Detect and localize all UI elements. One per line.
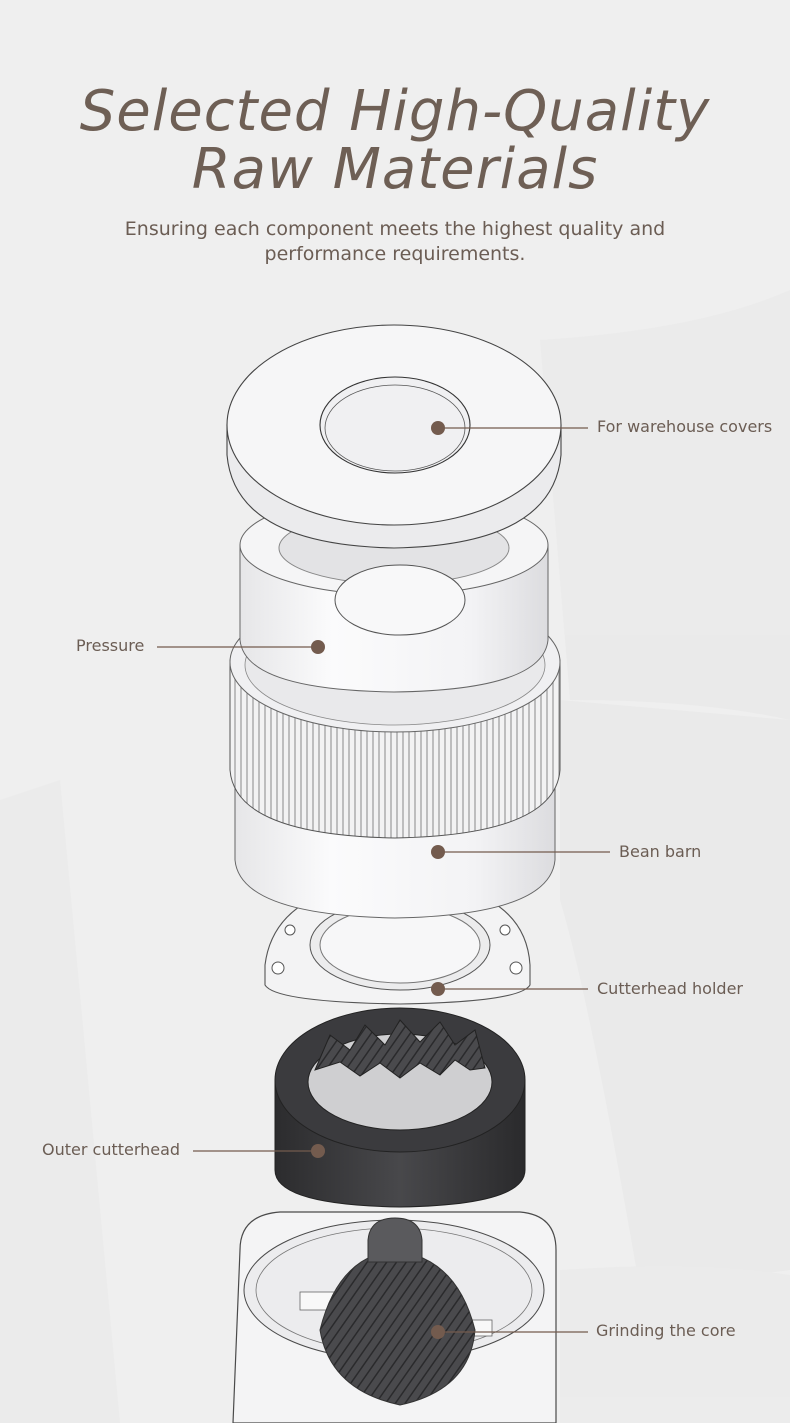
callout-outer-cutterhead: Outer cutterhead bbox=[42, 1140, 181, 1159]
callout-warehouse-covers: For warehouse covers bbox=[597, 417, 773, 436]
warehouse-cover-part bbox=[226, 324, 562, 549]
subtitle-line-2: performance requirements. bbox=[264, 243, 526, 265]
subtitle-line-1: Ensuring each component meets the highes… bbox=[124, 218, 666, 240]
grinding-core-burr bbox=[319, 1217, 476, 1406]
outer-cutterhead-part bbox=[274, 1007, 526, 1208]
callout-bean-barn: Bean barn bbox=[619, 842, 702, 861]
title-line-2: Raw Materials bbox=[191, 137, 599, 202]
title-line-1: Selected High-Quality bbox=[79, 79, 711, 144]
callout-grinding-core: Grinding the core bbox=[596, 1321, 736, 1340]
callout-cutterhead-holder: Cutterhead holder bbox=[597, 979, 743, 998]
callout-markers bbox=[157, 421, 610, 1339]
callout-pressure: Pressure bbox=[76, 636, 145, 655]
subtitle: Ensuring each component meets the highes… bbox=[0, 217, 790, 267]
background-grinder-silhouette bbox=[0, 290, 790, 1423]
